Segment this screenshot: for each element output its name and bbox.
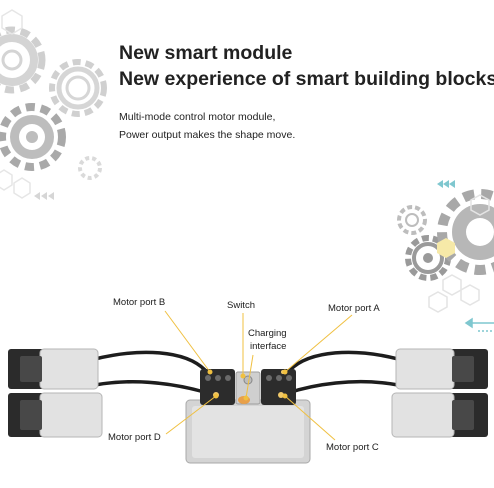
motor-right-top: [395, 348, 488, 390]
gear-icon: [0, 103, 66, 171]
motor-cables: [93, 350, 400, 395]
headline-line-1: New smart module: [119, 42, 293, 64]
headline-line-2: New experience of smart building blocks: [119, 68, 494, 90]
motor-left-bottom: [8, 392, 103, 438]
motor-left-top: [8, 348, 99, 390]
subtitle: Multi-mode control motor module, Power o…: [119, 108, 295, 144]
gear-icon: [397, 205, 427, 235]
arrows-icon: [437, 180, 455, 188]
control-module: [185, 369, 311, 464]
port-indicator: [278, 392, 284, 398]
label-motor-port-c: Motor port C: [326, 442, 379, 453]
gear-cluster-top-left: [0, 9, 107, 200]
subtitle-line-2: Power output makes the shape move.: [119, 129, 296, 141]
gear-icon: [49, 59, 107, 117]
gear-icon: [437, 189, 494, 275]
callout-lines: [164, 310, 353, 441]
headline: New smart module New experience of smart…: [119, 40, 494, 92]
gear-cluster-right: [397, 180, 494, 332]
label-charging-interface-1: Charging: [248, 328, 287, 339]
label-charging-interface-2: interface: [250, 341, 287, 352]
gear-icon: [0, 26, 46, 94]
arrow-icon: [464, 317, 494, 332]
gear-icon: [78, 156, 102, 180]
subtitle-line-1: Multi-mode control motor module,: [119, 111, 276, 123]
label-motor-port-d: Motor port D: [108, 432, 161, 443]
hexagon-icon: [0, 9, 31, 199]
motor-right-bottom: [391, 392, 488, 438]
hexagon-icon: [428, 194, 490, 313]
label-motor-port-b: Motor port B: [113, 297, 166, 308]
arrows-icon: [34, 192, 54, 200]
label-motor-port-a: Motor port A: [328, 303, 380, 314]
label-switch: Switch: [227, 300, 255, 311]
